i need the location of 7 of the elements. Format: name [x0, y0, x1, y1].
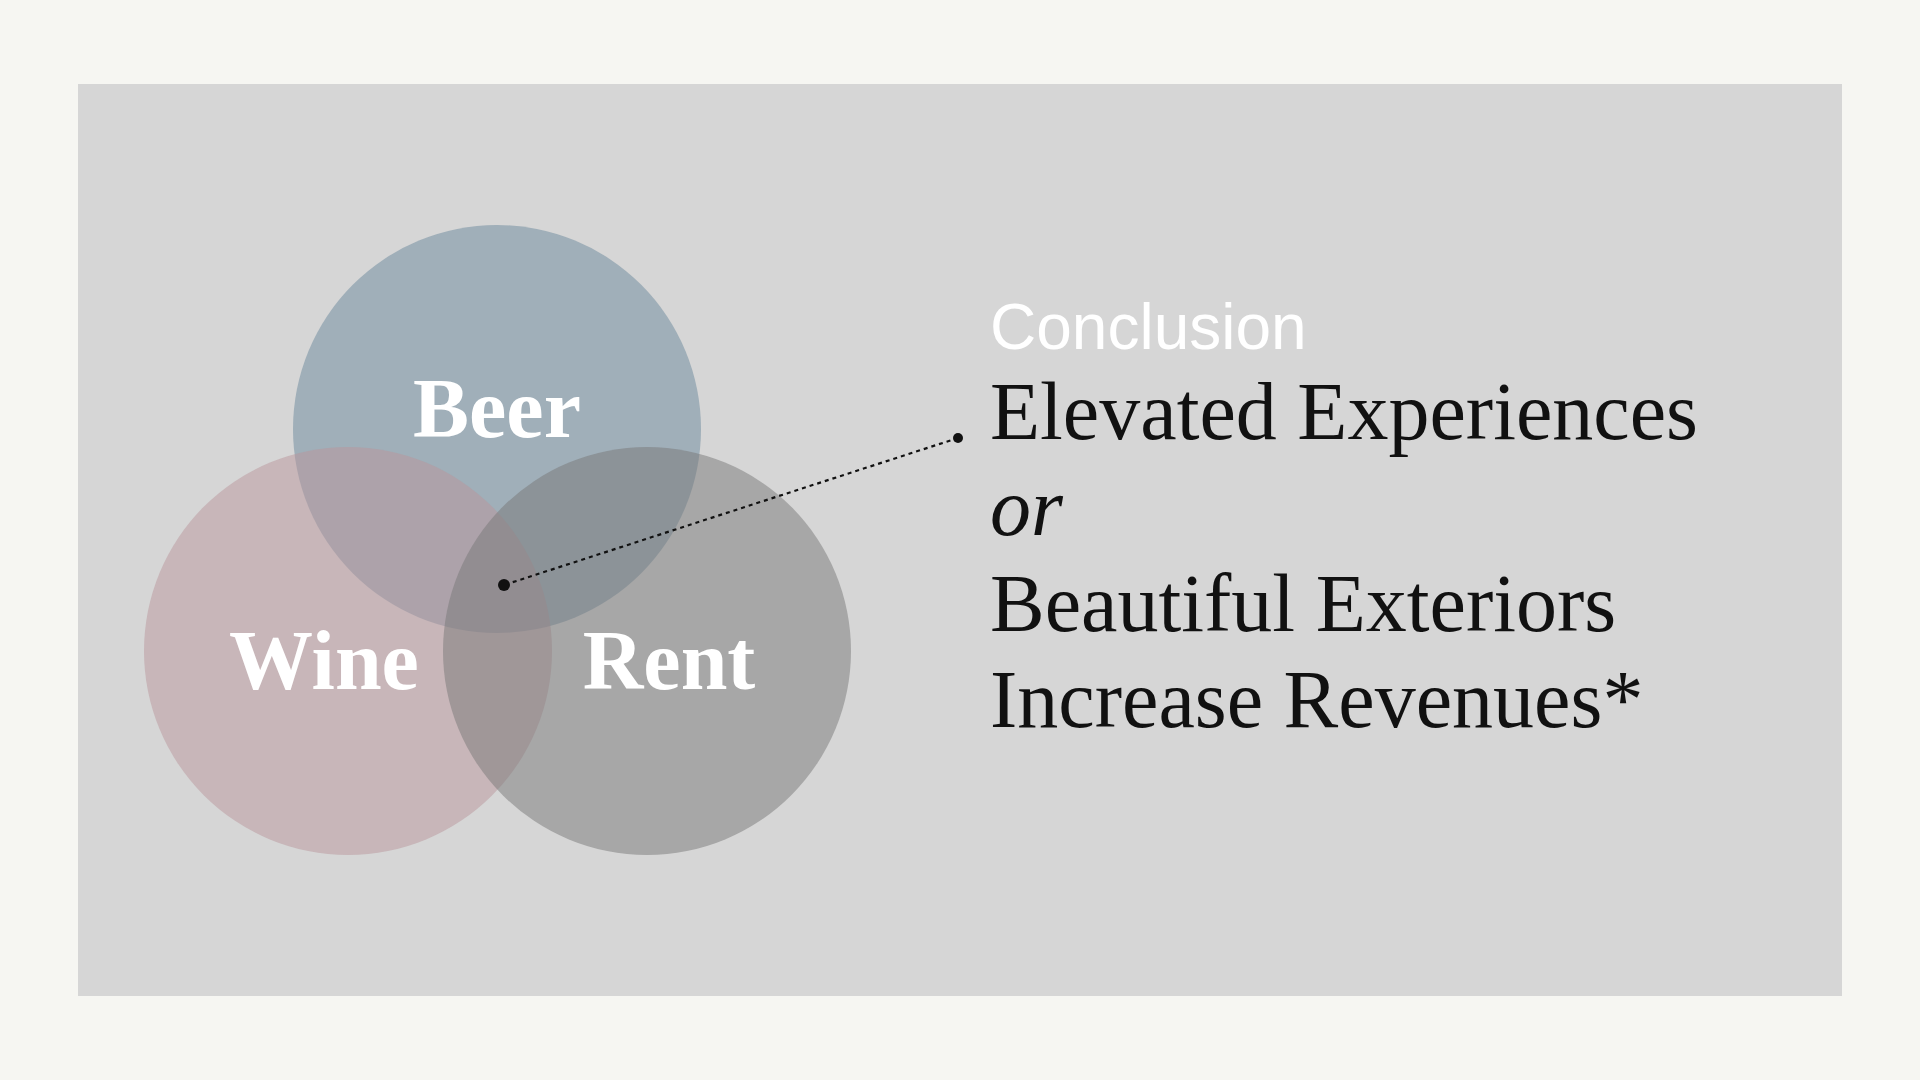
conclusion-text: or — [990, 461, 1064, 555]
conclusion-text: Elevated Experiences — [990, 365, 1699, 459]
circle-label: Rent — [582, 619, 756, 703]
circle-label: Wine — [229, 619, 419, 703]
conclusion-text: Beautiful Exteriors — [990, 557, 1618, 651]
conclusion-text: Increase Revenues* — [990, 653, 1645, 747]
circle-label: Beer — [413, 367, 581, 451]
